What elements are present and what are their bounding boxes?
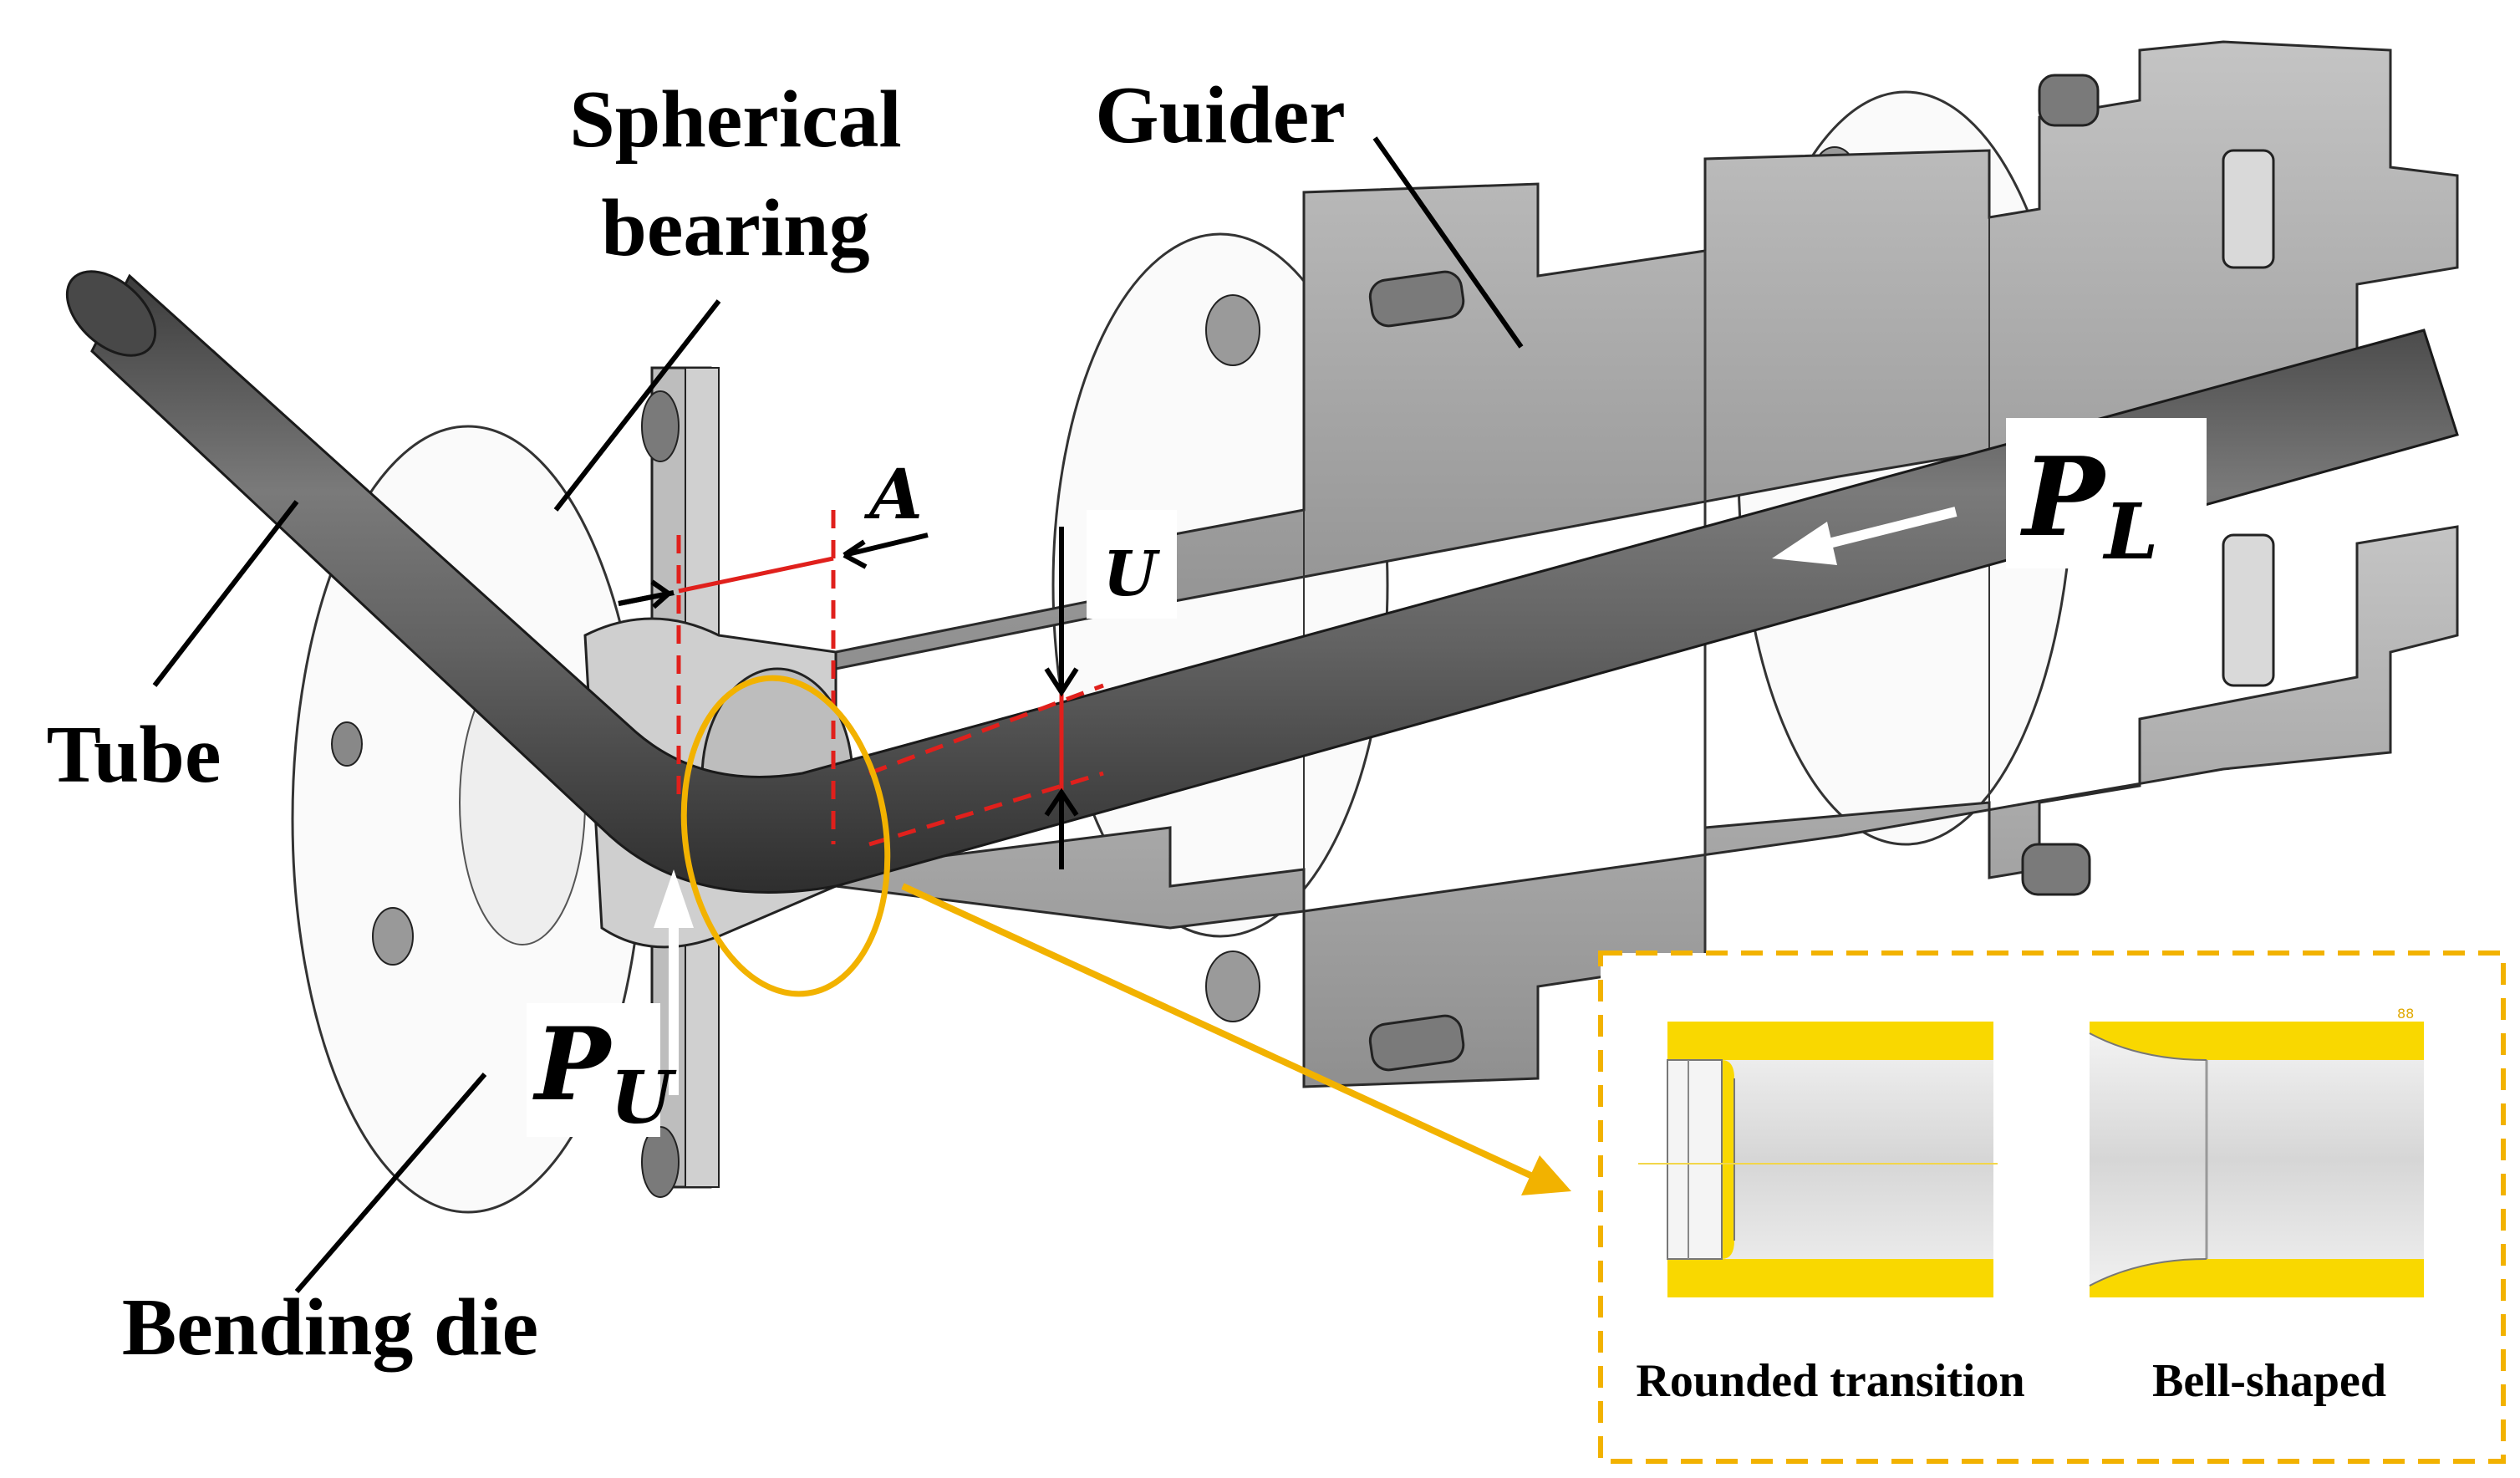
label-PU: PU	[532, 1006, 677, 1140]
label-PL: PL	[2019, 433, 2158, 577]
label-bending-die: Bending die	[122, 1282, 538, 1373]
label-spherical-bearing-line2: bearing	[601, 183, 869, 273]
load-arrow-PL	[1772, 507, 1957, 565]
highlight-ellipse	[680, 675, 891, 997]
inset-corner-mark: 88	[2397, 1006, 2414, 1022]
label-spherical-bearing-line1: Spherical	[569, 74, 901, 165]
label-PL-box	[2006, 418, 2207, 568]
load-arrow-PU	[654, 869, 694, 1095]
label-PL-main: P	[2019, 433, 2107, 561]
dimension-A	[618, 510, 929, 844]
tube	[65, 270, 2459, 894]
inset-caption-bell-shaped: Bell-shaped	[2152, 1355, 2386, 1407]
label-tube: Tube	[47, 710, 221, 800]
inset-bell-shaped: 88	[2089, 1006, 2424, 1297]
label-U-box	[1087, 510, 1177, 619]
callout-arrow	[901, 883, 1571, 1195]
inset-rounded-transition	[1638, 1022, 1998, 1297]
label-PL-sub: L	[2102, 487, 2159, 577]
label-A: A	[863, 455, 923, 535]
label-PU-box	[527, 1003, 660, 1137]
guider-body	[834, 40, 2459, 1088]
inset-panel: 88 Rounded transition Bell-shaped	[1598, 951, 2506, 1464]
label-U: U	[1103, 538, 1161, 610]
inset-caption-rounded-transition: Rounded transition	[1636, 1355, 2024, 1407]
label-PU-sub: U	[610, 1056, 677, 1140]
leader-lines	[152, 136, 1524, 1293]
label-guider: Guider	[1095, 70, 1345, 161]
label-PU-main: P	[532, 1006, 613, 1124]
dimension-U	[868, 527, 1104, 869]
